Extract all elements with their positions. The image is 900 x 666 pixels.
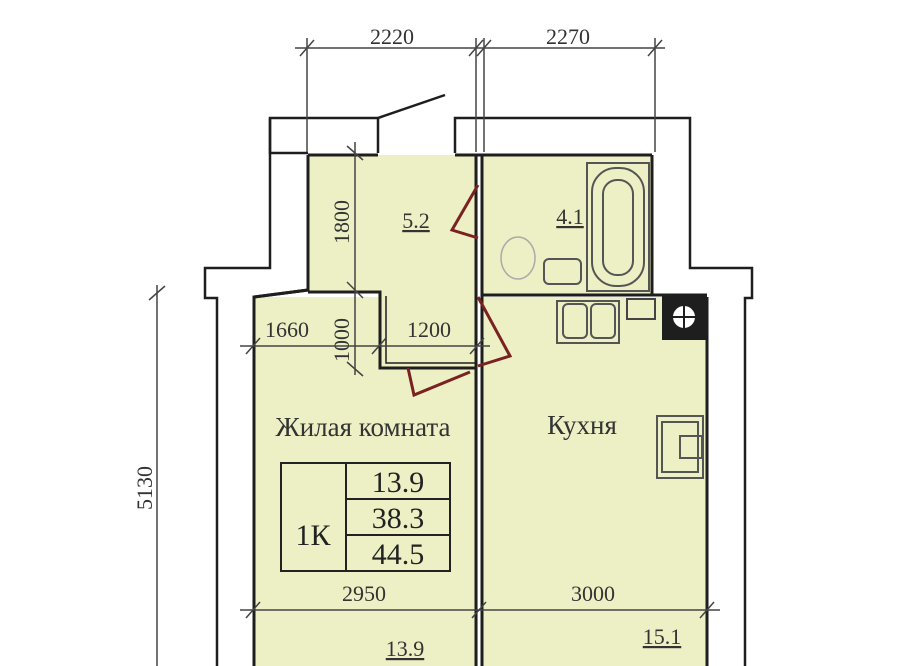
kitchen-sink-icon (556, 300, 620, 344)
hall-fill (308, 155, 478, 292)
living-room-area: 13.9 (386, 636, 425, 661)
kitchen-fill (482, 297, 707, 666)
summary-box (280, 462, 451, 572)
dim-top-left: 2220 (370, 24, 414, 49)
inner-walls (252, 153, 709, 666)
bathroom-area: 4.1 (556, 204, 584, 229)
dim-corridor-height: 1000 (329, 318, 354, 362)
dim-total-height: 5130 (132, 466, 157, 510)
living-area-value: 13.9 (372, 466, 425, 499)
dim-top-right: 2270 (546, 24, 590, 49)
dim-hall-height: 1800 (329, 200, 354, 244)
dimension-lines (148, 38, 720, 666)
dim-corridor-width: 1200 (407, 317, 451, 342)
sink-icon (543, 258, 582, 285)
outer-walls (203, 93, 754, 666)
bathroom-fill (482, 155, 652, 295)
dim-left-offset: 1660 (265, 317, 309, 342)
corridor-fill (378, 290, 478, 368)
bathtub-icon (586, 162, 650, 292)
kitchen-area: 15.1 (643, 624, 682, 649)
usable-area-value: 38.3 (372, 502, 425, 535)
stove-icon (656, 415, 704, 479)
total-area-value: 44.5 (372, 538, 425, 571)
dim-living-width: 2950 (342, 581, 386, 606)
boiler-icon (662, 295, 707, 340)
dim-kitchen-width: 3000 (571, 581, 615, 606)
hall-area: 5.2 (402, 208, 430, 233)
apartment-type: 1К (295, 519, 331, 552)
toilet-icon (500, 236, 536, 280)
living-room-label: Жилая комната (276, 412, 451, 442)
appliance-icon (626, 298, 656, 320)
doors (406, 184, 513, 398)
kitchen-label: Кухня (547, 410, 617, 440)
